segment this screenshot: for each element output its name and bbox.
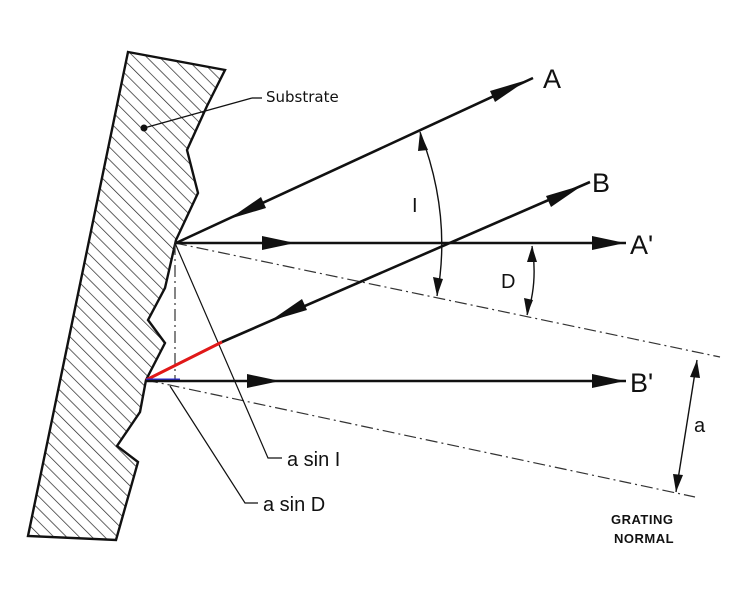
grating-normal-label-line2: NORMAL	[614, 531, 674, 546]
substrate-label: Substrate	[266, 88, 339, 106]
ray-a-label: A	[543, 64, 561, 94]
incident-ray-a	[175, 76, 534, 245]
groove-spacing-dimension	[673, 359, 700, 493]
diffracted-ray-b-prime	[146, 374, 626, 388]
ray-b-label: B	[592, 168, 610, 198]
a-sin-d-label: a sin D	[263, 494, 325, 516]
angle-i-arc	[418, 131, 443, 297]
incident-ray-b	[221, 180, 591, 344]
angle-d-label: D	[501, 271, 515, 293]
ray-b-prime-label: B'	[630, 368, 653, 398]
substrate-body	[26, 50, 227, 542]
grating-normal-label-line1: GRATING	[611, 512, 673, 527]
grating-normal-lines	[145, 242, 721, 498]
angle-d-arc	[524, 245, 537, 316]
path-difference-incident-segment	[145, 340, 223, 382]
diffracted-ray-a-prime	[176, 236, 626, 250]
substrate-leader	[140, 97, 262, 132]
groove-spacing-label: a	[694, 415, 706, 437]
angle-i-label: I	[412, 195, 418, 217]
path-difference-leaders	[169, 242, 282, 504]
ray-a-prime-label: A'	[630, 230, 653, 260]
a-sin-i-label: a sin I	[287, 449, 340, 471]
